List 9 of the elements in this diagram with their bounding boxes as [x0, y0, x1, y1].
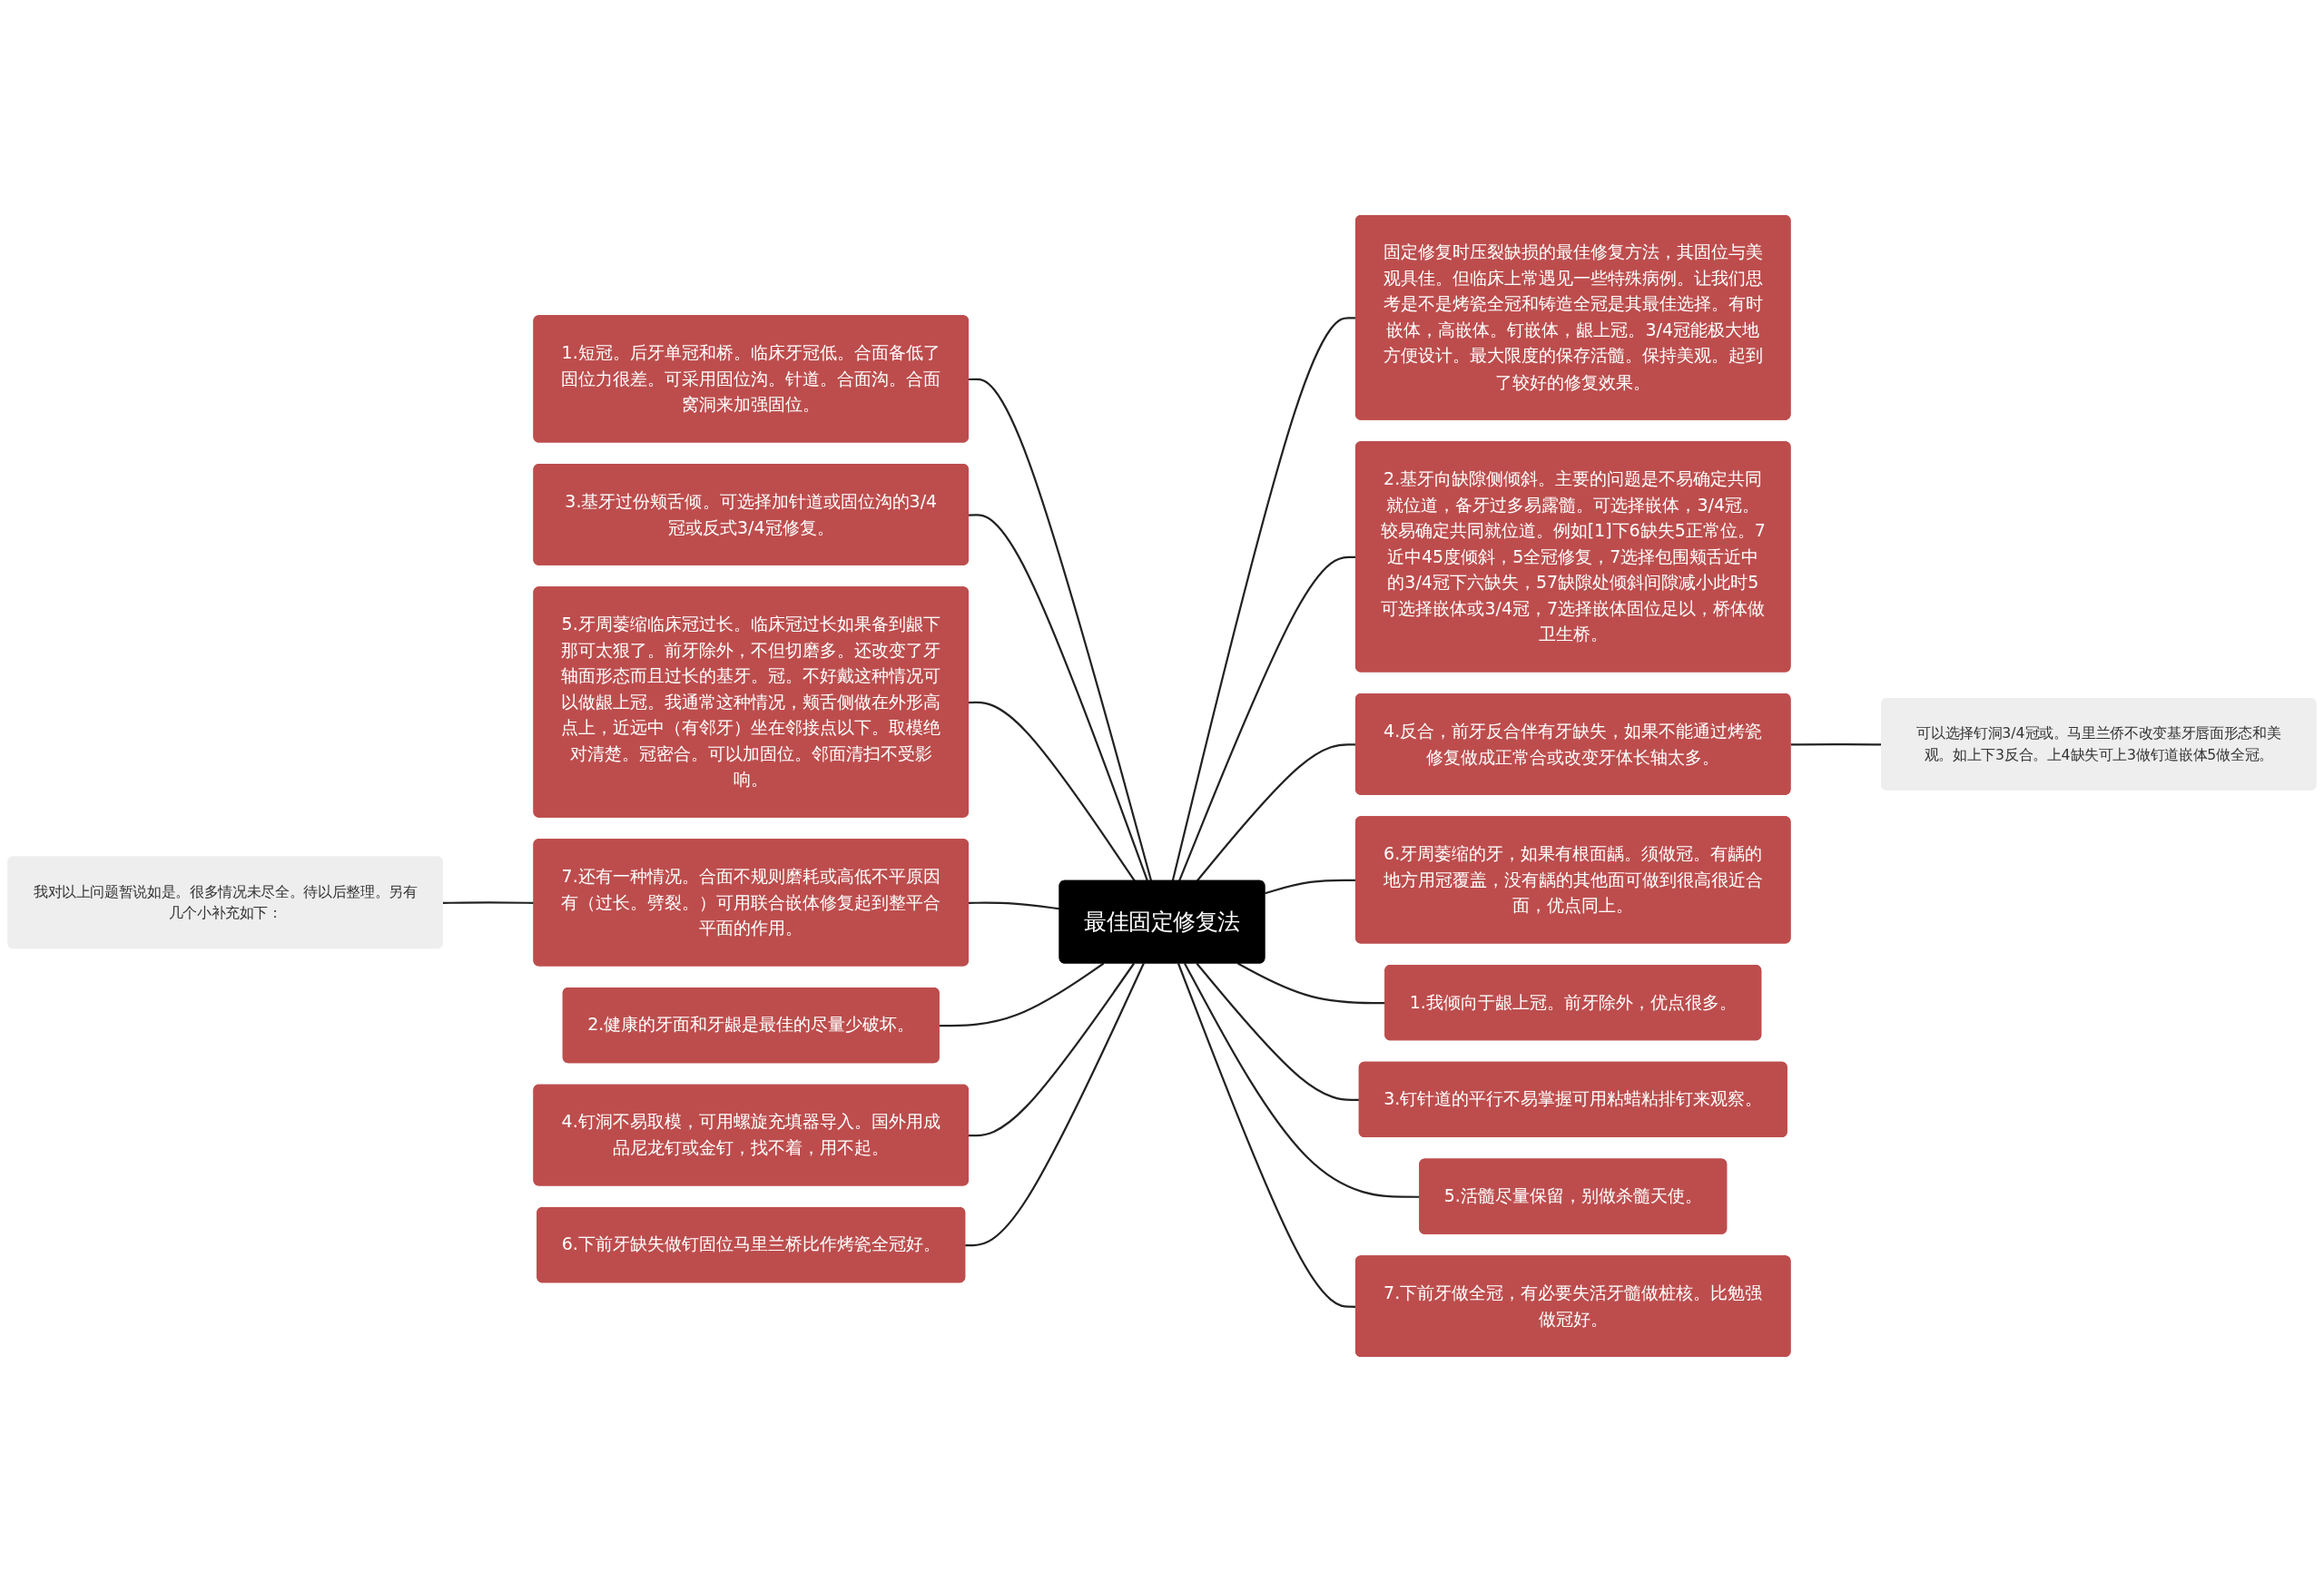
connector — [1196, 962, 1360, 1102]
connector — [969, 901, 1060, 910]
connector — [969, 378, 1153, 882]
connector — [442, 901, 535, 904]
connector — [939, 962, 1105, 1027]
connector — [969, 514, 1149, 882]
connector — [969, 701, 1136, 882]
connector — [969, 962, 1135, 1137]
connector — [965, 963, 1145, 1247]
